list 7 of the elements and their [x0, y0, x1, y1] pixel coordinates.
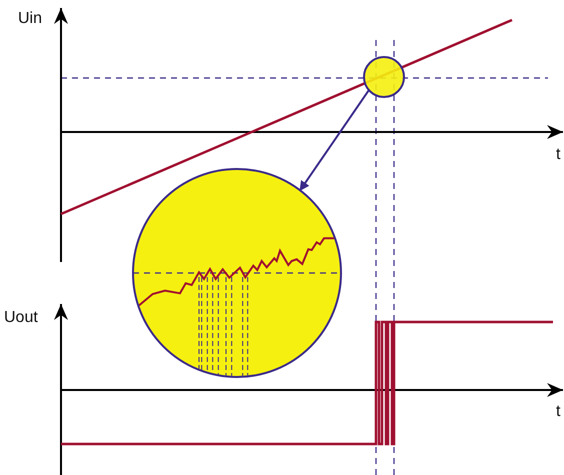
arrow	[299, 90, 370, 192]
highlight-circle	[363, 56, 405, 98]
axis-label: t	[556, 146, 560, 164]
axis-label: Uin	[18, 10, 42, 28]
axis-label: t	[556, 403, 560, 421]
axis-label: Uout	[4, 309, 38, 327]
magnified-view-drawing	[132, 168, 342, 378]
